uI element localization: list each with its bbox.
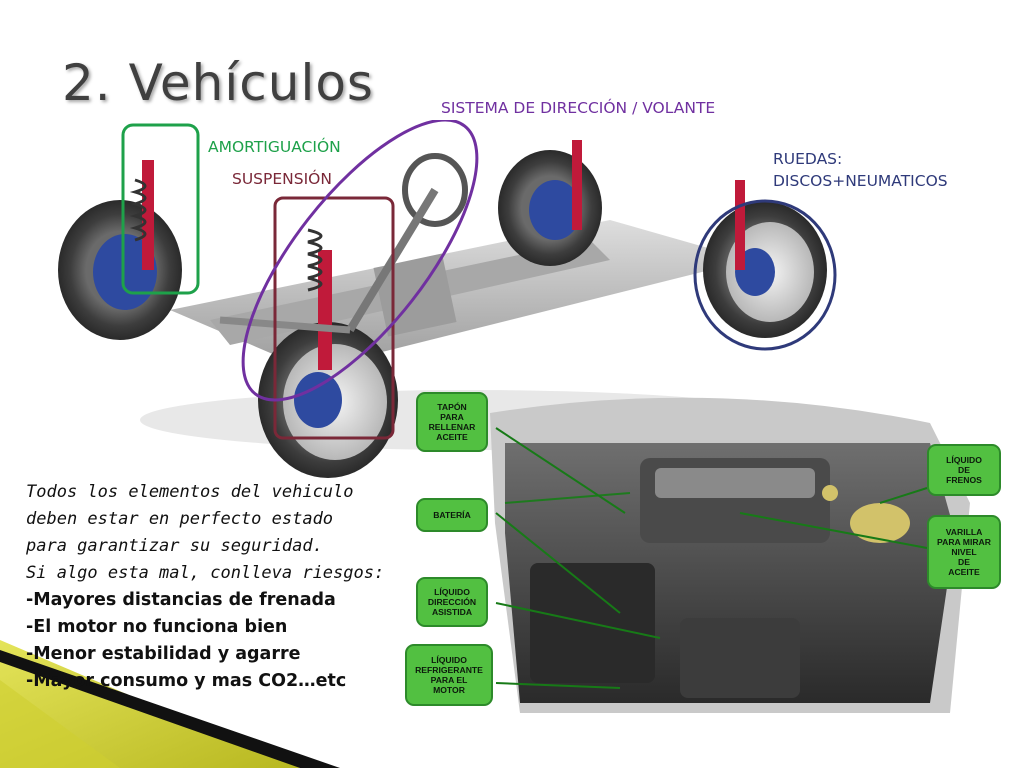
risk-item: -Menor estabilidad y agarre (26, 644, 301, 664)
corner-decoration (0, 640, 340, 768)
tag-direccion-line: ASISTIDA (431, 607, 473, 617)
tag-frenos-line: DE (958, 465, 970, 475)
tag-liquido-direccion: LÍQUIDO DIRECCIÓN ASISTIDA (416, 577, 488, 627)
tag-direccion-line: LÍQUIDO (434, 587, 470, 597)
tag-bateria-line: BATERÍA (433, 510, 471, 520)
tag-refrigerante-line: MOTOR (433, 685, 465, 695)
tag-varilla-line: NIVEL (951, 547, 977, 557)
page-title: 2. Vehículos (62, 54, 374, 112)
tag-liquido-frenos: LÍQUIDO DE FRENOS (927, 444, 1001, 496)
tag-refrigerante-line: LÍQUIDO (431, 655, 467, 665)
tag-direccion-line: DIRECCIÓN (427, 597, 477, 607)
note-line: deben estar en perfecto estado (26, 509, 334, 529)
label-ruedas-line2: DISCOS+NEUMATICOS (773, 172, 948, 190)
tag-tapon-line: RELLENAR (428, 422, 476, 432)
tag-tapon-line: TAPÓN (437, 402, 467, 412)
risk-item: -Mayores distancias de frenada (26, 590, 336, 610)
label-ruedas: RUEDAS: DISCOS+NEUMATICOS (773, 148, 948, 192)
note-line: Si algo esta mal, conlleva riesgos: (26, 563, 385, 583)
label-suspension: SUSPENSIÓN (232, 170, 332, 188)
tag-varilla-line: ACEITE (948, 567, 980, 577)
tag-tapon-line: PARA (440, 412, 464, 422)
label-direccion: SISTEMA DE DIRECCIÓN / VOLANTE (441, 99, 716, 117)
tag-frenos-line: LÍQUIDO (946, 455, 982, 465)
tag-bateria: BATERÍA (416, 498, 488, 532)
note-line: para garantizar su seguridad. (26, 536, 323, 556)
risk-item: -Mayor consumo y mas CO2…etc (26, 671, 347, 691)
engine-bay-illustration (490, 397, 970, 713)
tag-tapon-line: ACEITE (436, 432, 468, 442)
safety-note: Todos los elementos del vehiculo deben e… (26, 479, 384, 695)
tag-frenos-line: FRENOS (946, 475, 982, 485)
label-amortiguacion: AMORTIGUACIÓN (208, 138, 341, 156)
tag-refrigerante-line: PARA EL (430, 675, 468, 685)
tag-liquido-refrigerante: LÍQUIDO REFRIGERANTE PARA EL MOTOR (405, 644, 493, 706)
tag-varilla-line: VARILLA (945, 527, 983, 537)
tag-tapon-aceite: TAPÓN PARA RELLENAR ACEITE (416, 392, 488, 452)
tag-refrigerante-line: REFRIGERANTE (415, 665, 483, 675)
tag-varilla-line: DE (958, 557, 970, 567)
risk-item: -El motor no funciona bien (26, 617, 288, 637)
tag-varilla-line: PARA MIRAR (937, 537, 991, 547)
tag-varilla-aceite: VARILLA PARA MIRAR NIVEL DE ACEITE (927, 515, 1001, 589)
label-ruedas-line1: RUEDAS: (773, 150, 843, 168)
note-line: Todos los elementos del vehiculo (26, 482, 354, 502)
